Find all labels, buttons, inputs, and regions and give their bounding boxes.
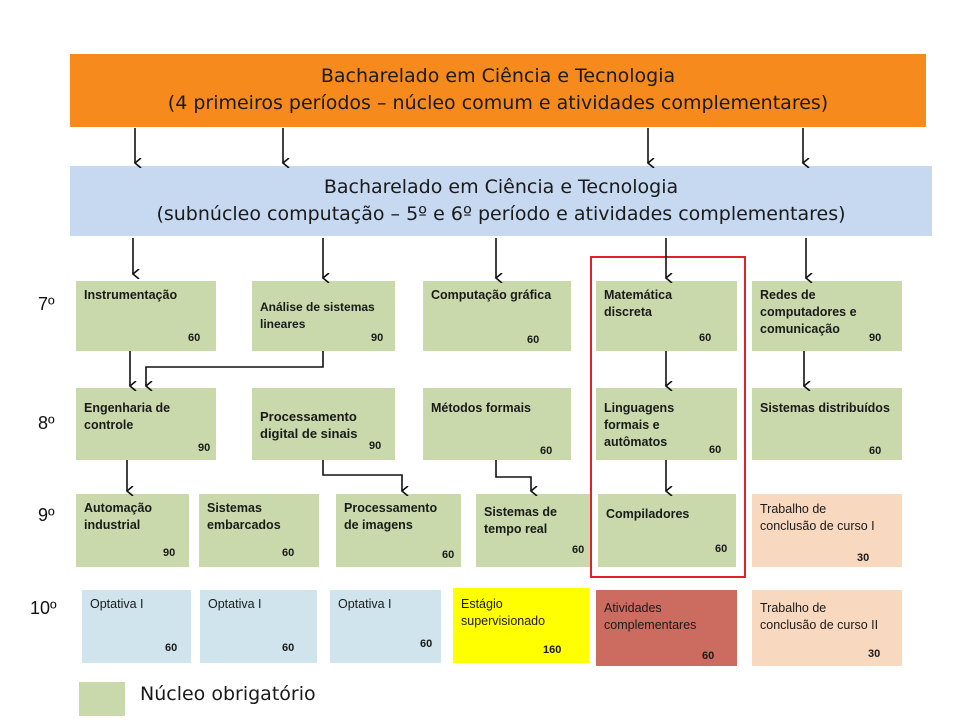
course-credits: 60 — [699, 332, 712, 344]
semester-label-7: 7º — [38, 294, 55, 314]
course-title: Atividades complementares — [604, 601, 697, 632]
course-title: Análise de sistemas lineares — [260, 300, 375, 331]
arrow — [322, 460, 402, 491]
top-banner: Bacharelado em Ciência e Tecnologia (4 p… — [70, 54, 926, 127]
course-tcc2: Trabalho de conclusão de curso II 30 — [752, 590, 902, 666]
highlight-frame — [590, 256, 746, 578]
semester-label-10: 10º — [30, 598, 57, 618]
course-credits: 30 — [857, 552, 870, 564]
course-credits: 90 — [369, 440, 382, 452]
course-title: Estágio supervisionado — [461, 597, 546, 628]
course-credits: 160 — [543, 644, 562, 656]
course-credits: 60 — [282, 642, 295, 654]
course-tcc1: Trabalho de conclusão de curso I 30 — [752, 494, 902, 567]
arrow — [146, 351, 324, 386]
course-title: Sistemas de tempo real — [484, 505, 557, 536]
semester-label-9: 9º — [38, 505, 55, 525]
course-tempo-real: Sistemas de tempo real 60 — [476, 494, 590, 567]
semester-label-8: 8º — [38, 413, 55, 433]
course-credits: 90 — [869, 332, 882, 344]
course-credits: 60 — [572, 544, 585, 556]
sub-banner-title: Bacharelado em Ciência e Tecnologia — [323, 176, 679, 198]
course-processamento-sinais: Processamento digital de sinais 90 — [252, 388, 395, 460]
course-title: Processamento de imagens — [344, 501, 438, 532]
course-title: Matemática discreta — [604, 288, 673, 319]
legend-label: Núcleo obrigatório — [140, 683, 316, 705]
course-title: Métodos formais — [431, 401, 532, 415]
course-matematica-discreta: Matemática discreta 60 — [596, 281, 737, 351]
course-credits: 60 — [540, 445, 553, 457]
course-optativa-2: Optativa I 60 — [200, 590, 317, 663]
course-credits: 90 — [163, 547, 176, 559]
course-estagio: Estágio supervisionado 160 — [453, 588, 589, 663]
course-automacao-industrial: Automação industrial 90 — [76, 494, 189, 567]
course-title: Computação gráfica — [431, 288, 552, 302]
course-atividades-complementares: Atividades complementares 60 — [596, 590, 737, 666]
course-sistemas-distribuidos: Sistemas distribuídos 60 — [752, 388, 902, 460]
course-title: Sistemas distribuídos — [760, 401, 890, 415]
top-banner-subtitle: (4 primeiros períodos – núcleo comum e a… — [167, 92, 829, 114]
course-optativa-1: Optativa I 60 — [82, 590, 191, 663]
course-title: Processamento digital de sinais — [260, 409, 358, 441]
course-credits: 90 — [371, 332, 384, 344]
course-title: Compiladores — [606, 507, 690, 521]
sub-banner-subtitle: (subnúcleo computação – 5º e 6º período … — [156, 203, 846, 225]
course-title: Trabalho de conclusão de curso I — [760, 502, 875, 533]
course-credits: 60 — [702, 650, 715, 662]
course-title: Sistemas embarcados — [207, 501, 281, 532]
course-title: Linguagens formais e autômatos — [604, 401, 675, 449]
course-credits: 60 — [527, 334, 540, 346]
course-redes: Redes de computadores e comunicação 90 — [752, 281, 902, 351]
course-metodos-formais: Métodos formais 60 — [423, 388, 571, 460]
course-credits: 60 — [442, 549, 455, 561]
course-title: Optativa I — [338, 597, 392, 611]
course-title: Optativa I — [90, 597, 144, 611]
course-title: Trabalho de conclusão de curso II — [760, 601, 879, 632]
legend-swatch — [79, 682, 125, 716]
course-credits: 30 — [868, 648, 881, 660]
course-credits: 90 — [198, 442, 211, 454]
course-processamento-imagens: Processamento de imagens 60 — [336, 494, 461, 567]
course-title: Automação industrial — [84, 501, 153, 532]
course-optativa-3: Optativa I 60 — [330, 590, 441, 663]
course-credits: 60 — [420, 638, 433, 650]
arrow — [495, 460, 531, 491]
course-computacao-grafica: Computação gráfica 60 — [423, 281, 571, 351]
course-credits: 60 — [715, 543, 728, 555]
course-title: Engenharia de controle — [84, 401, 171, 432]
course-credits: 60 — [709, 444, 722, 456]
course-compiladores: Compiladores 60 — [598, 494, 736, 567]
course-title: Instrumentação — [84, 288, 178, 302]
course-title: Redes de computadores e comunicação — [760, 288, 857, 336]
course-analise-sistemas: Análise de sistemas lineares 90 — [252, 281, 395, 351]
course-sistemas-embarcados: Sistemas embarcados 60 — [199, 494, 319, 567]
course-instrumentacao: Instrumentação 60 — [76, 281, 216, 351]
course-title: Optativa I — [208, 597, 262, 611]
top-banner-title: Bacharelado em Ciência e Tecnologia — [320, 65, 676, 87]
course-engenharia-controle: Engenharia de controle 90 — [76, 388, 216, 460]
course-credits: 60 — [188, 332, 201, 344]
course-credits: 60 — [282, 547, 295, 559]
sub-banner: Bacharelado em Ciência e Tecnologia (sub… — [70, 166, 932, 236]
course-credits: 60 — [869, 445, 882, 457]
course-linguagens-formais: Linguagens formais e autômatos 60 — [596, 388, 737, 460]
course-credits: 60 — [165, 642, 178, 654]
